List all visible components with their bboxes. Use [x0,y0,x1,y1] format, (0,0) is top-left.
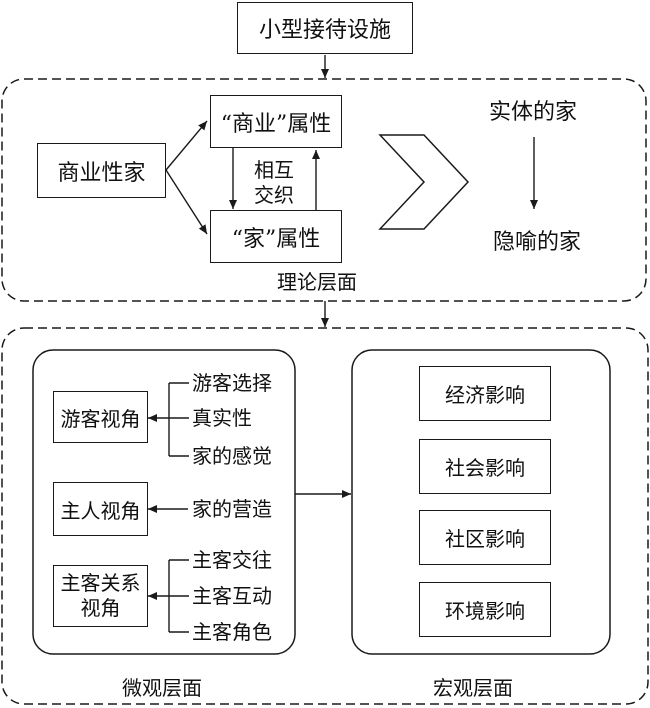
guest-item-choice: 游客选择 [192,371,272,395]
macro-label: 宏观层面 [433,676,513,700]
host-view-box: 主人视角 [53,482,148,536]
arrow-to-home-attr [165,169,208,235]
commercial-home-box: 商业性家 [37,143,166,198]
interweave-line-2: 交织 [254,183,294,207]
chevron-right-icon [378,134,470,230]
host-view-text: 主人视角 [60,498,141,523]
theory-frame [1,78,647,302]
impact-environment-text: 环境影响 [445,599,525,623]
impact-social-box: 社会影响 [419,439,551,494]
guest-item-authenticity: 真实性 [192,406,252,430]
title-text: 小型接待设施 [258,18,391,43]
guest-view-box: 游客视角 [53,391,148,443]
home-attr-box: “家”属性 [210,210,342,263]
commercial-home-text: 商业性家 [57,160,146,186]
guest-view-text: 游客视角 [60,406,141,431]
metaphor-home-text: 隐喻的家 [493,230,582,255]
title-box: 小型接待设施 [237,2,413,54]
relation-item-roles: 主客角色 [192,620,272,644]
interweave-line-1: 相互 [254,158,294,182]
arrow-to-commercial-attr [165,120,208,171]
impact-community-text: 社区影响 [445,527,525,551]
impact-environment-box: 环境影响 [419,582,551,637]
practice-frame [1,327,649,705]
commercial-attr-box: “商业”属性 [210,95,342,148]
commercial-attr-text: “商业”属性 [220,111,332,137]
impact-economic-box: 经济影响 [419,366,551,421]
theory-label: 理论层面 [277,270,357,294]
impact-economic-text: 经济影响 [445,383,525,407]
relation-view-line-2: 视角 [80,596,121,620]
relation-view-line-1: 主客关系 [60,571,141,595]
impact-community-box: 社区影响 [419,510,551,565]
physical-home-text: 实体的家 [489,100,578,125]
macro-panel [351,349,611,655]
impact-social-text: 社会影响 [445,456,525,480]
relation-item-interaction: 主客交往 [192,548,272,572]
host-item-making: 家的营造 [192,497,272,521]
home-attr-text: “家”属性 [231,226,321,252]
micro-panel [32,349,296,655]
relation-item-engagement: 主客互动 [192,584,272,608]
relation-view-box: 主客关系 视角 [53,565,148,627]
micro-label: 微观层面 [122,676,202,700]
guest-item-homeliness: 家的感觉 [192,444,272,468]
interweave-label: 相互 交织 [254,158,294,208]
